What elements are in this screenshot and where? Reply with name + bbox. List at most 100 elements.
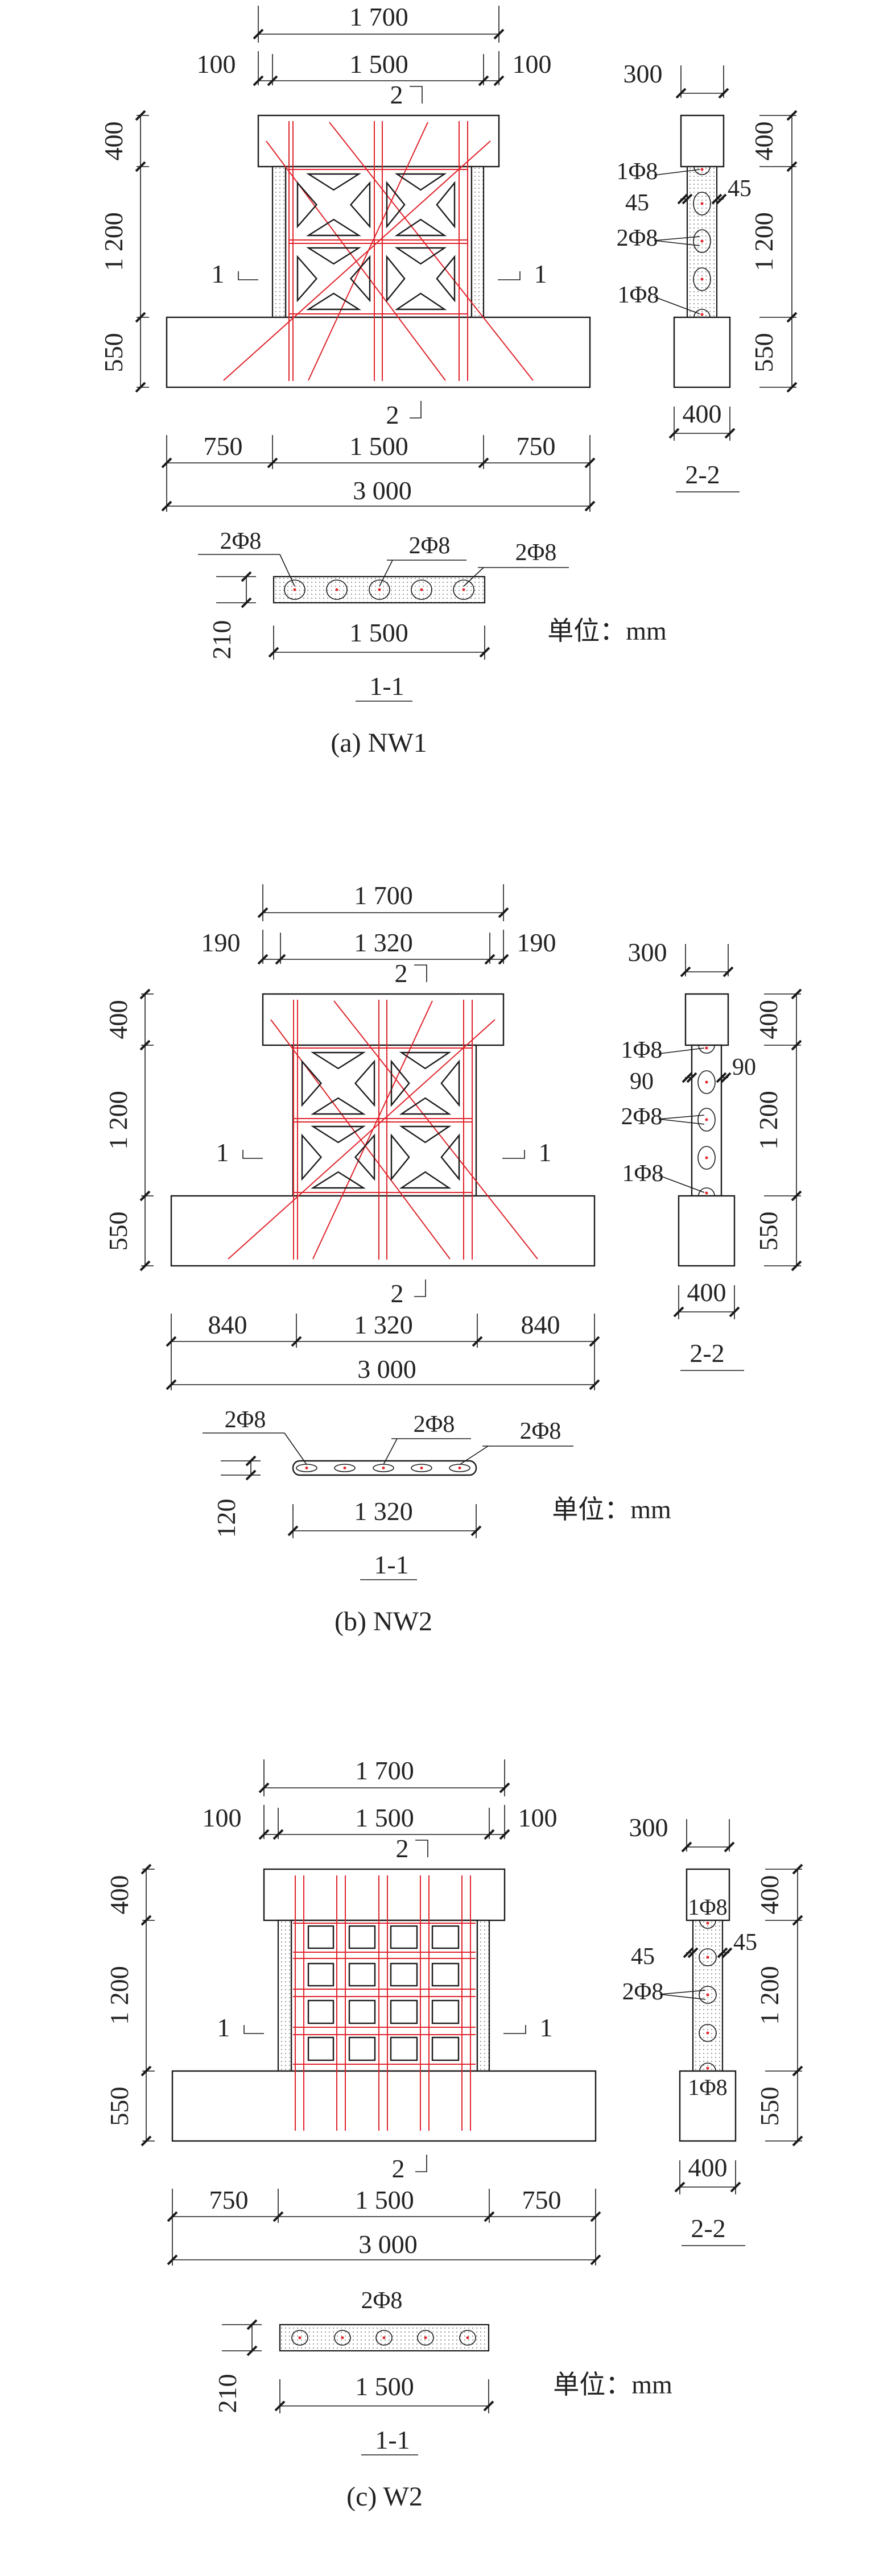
dimension-tick xyxy=(167,2254,178,2266)
rebar-dot xyxy=(706,1956,709,1959)
dimension-label: 300 xyxy=(624,59,663,88)
dimension-tick xyxy=(589,1379,600,1390)
rebar-hole xyxy=(459,2330,476,2346)
triangular-opening xyxy=(394,247,447,265)
rebar-label: 2Φ8 xyxy=(409,533,451,559)
leader-line xyxy=(658,1119,705,1125)
rebar-dot xyxy=(705,1191,708,1195)
dimension-label: 300 xyxy=(628,938,667,967)
rebar-hole xyxy=(693,166,711,175)
section-2-2-base xyxy=(679,2070,737,2142)
rebar-label: 1Φ8 xyxy=(618,282,659,308)
rebar-dot xyxy=(700,278,704,281)
dimension-label: 210 xyxy=(207,620,236,660)
rebar-hole xyxy=(698,1045,715,1054)
cover-label: 45 xyxy=(631,1944,655,1970)
rebar-dot xyxy=(293,588,296,591)
leader-line xyxy=(383,1438,398,1465)
dimension-label: 840 xyxy=(208,1310,247,1339)
rebar-label: 2Φ8 xyxy=(515,540,557,566)
rebar-dot xyxy=(341,2336,344,2339)
diagonal-rebar xyxy=(223,140,491,381)
dimension-label: 3 000 xyxy=(358,2230,418,2259)
triangular-opening xyxy=(301,1059,323,1107)
triangular-opening xyxy=(386,255,406,303)
dimension-label: 1 500 xyxy=(349,432,408,461)
panel-caption: (b) NW2 xyxy=(335,1606,432,1637)
rebar-dot xyxy=(705,1156,708,1159)
rebar-dot xyxy=(706,1921,709,1925)
rebar-dot xyxy=(343,1467,346,1469)
section-mark-bracket xyxy=(415,2155,427,2172)
section-mark-bracket xyxy=(242,1150,263,1159)
dimension-label: 1 320 xyxy=(354,1310,413,1339)
triangular-opening xyxy=(399,1051,452,1070)
dimension-tick xyxy=(683,1947,694,1958)
rebar-dot xyxy=(305,1467,308,1469)
square-opening xyxy=(431,1962,460,1987)
leader-line xyxy=(279,554,295,587)
dimension-tick xyxy=(682,1072,693,1083)
triangular-opening xyxy=(296,255,318,303)
rebar-hole xyxy=(453,579,474,600)
triangular-opening xyxy=(306,247,361,265)
section-mark-2-top: 2 xyxy=(396,1834,409,1863)
section-mark-2-top: 2 xyxy=(395,959,408,988)
unit-label: 单位：mm xyxy=(553,2370,672,2399)
section-mark-bracket xyxy=(410,401,422,419)
section-mark-2-top: 2 xyxy=(390,80,403,109)
rebar-hole xyxy=(699,1920,716,1929)
diagonal-rebar xyxy=(266,140,446,381)
right-boundary-column xyxy=(470,165,485,318)
section-mark-bracket xyxy=(243,2025,264,2034)
rebar-hole xyxy=(699,2024,717,2042)
section-2-2-top-beam xyxy=(680,114,725,168)
triangular-opening xyxy=(394,218,447,237)
dimension-label: 400 xyxy=(104,1000,133,1039)
section-mark-bracket xyxy=(503,2025,526,2034)
section-mark-2-bottom: 2 xyxy=(392,2154,405,2183)
triangular-opening xyxy=(394,292,447,310)
dimension-label: 210 xyxy=(213,2374,242,2413)
dimension-label: 550 xyxy=(755,2087,784,2126)
triangular-opening xyxy=(440,1133,460,1181)
diagonal-rebar xyxy=(308,122,428,381)
dimension-label: 1 500 xyxy=(349,49,408,78)
dimension-label: 1 500 xyxy=(355,2185,414,2214)
rebar-dot xyxy=(335,588,338,591)
square-opening xyxy=(390,1962,418,1987)
dimension-tick xyxy=(687,1947,699,1958)
rebar-label: 1Φ8 xyxy=(621,1037,663,1063)
dimension-label: 1 320 xyxy=(354,928,413,957)
dimension-tick xyxy=(584,500,596,512)
leader-line xyxy=(284,1432,307,1465)
panel-caption: (a) NW1 xyxy=(331,728,427,758)
dimension-label: 840 xyxy=(521,1310,560,1339)
triangular-opening xyxy=(436,181,456,229)
square-opening xyxy=(390,2036,418,2061)
rebar-label: 1Φ8 xyxy=(688,1894,727,1920)
square-opening xyxy=(390,1999,418,2024)
rebar-hole xyxy=(698,1187,715,1196)
dimension-label: 400 xyxy=(683,399,722,428)
wall-panel xyxy=(292,1044,477,1197)
rebar-hole xyxy=(699,1948,717,1966)
rebar-dot xyxy=(382,1467,385,1469)
section-1-1-wall xyxy=(272,575,486,604)
rebar-dot xyxy=(382,2336,386,2339)
triangular-opening xyxy=(306,173,361,191)
square-opening xyxy=(307,1999,335,2024)
top-beam xyxy=(263,1868,506,1921)
dimension-tick xyxy=(161,500,172,512)
section-mark-2-bottom: 2 xyxy=(386,400,399,429)
rebar-hole xyxy=(375,2330,393,2346)
dimension-tick xyxy=(711,193,722,205)
dimension-label: 190 xyxy=(517,928,556,957)
rebar-dot xyxy=(378,588,381,591)
dimension-tick xyxy=(590,2254,601,2266)
section-mark-1-right: 1 xyxy=(539,1138,552,1167)
dimension-label: 550 xyxy=(749,333,778,372)
triangular-opening xyxy=(311,1051,366,1070)
